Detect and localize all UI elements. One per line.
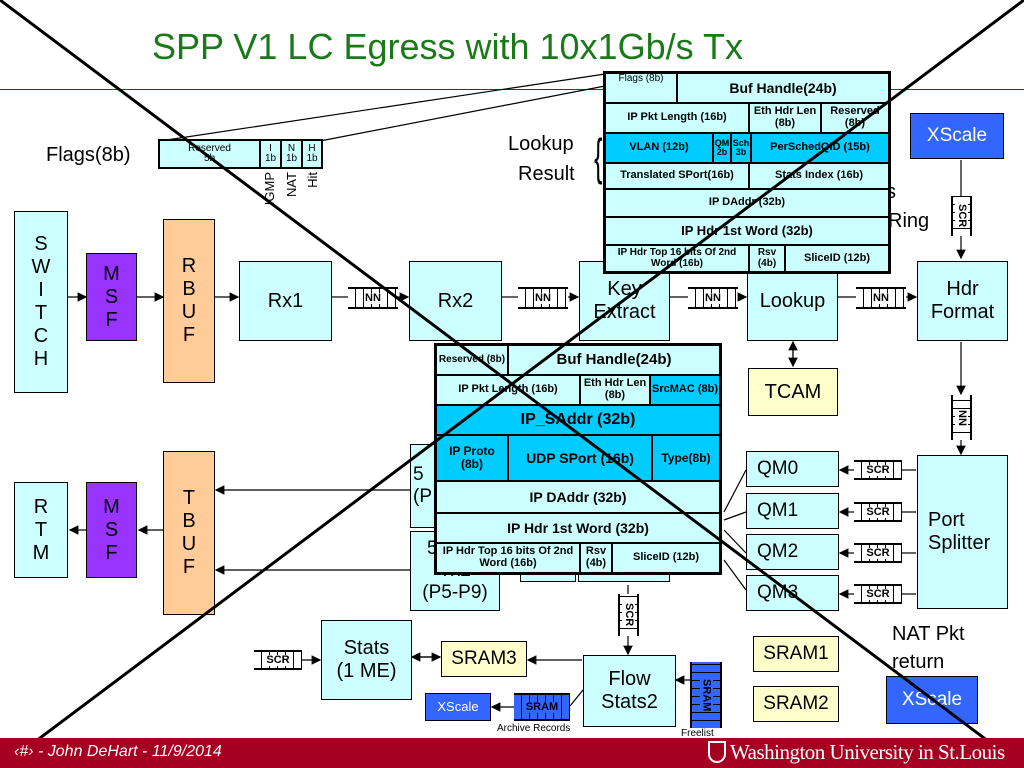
kt-eth-hdr-len: Eth Hdr Len (8b)	[580, 375, 650, 405]
qm2-block: QM2	[746, 534, 839, 570]
kt-ip-hdr-1st-word: IP Hdr 1st Word (32b)	[436, 513, 720, 543]
key-table: Reserved (8b) Buf Handle(24b) IP Pkt Len…	[434, 343, 722, 575]
lr-flags: Flags (8b)	[605, 73, 677, 103]
sram3-block: SRAM3	[441, 641, 527, 677]
footer-left-text: ‹#› - John DeHart - 11/9/2014	[14, 743, 222, 760]
lr-qm: QM 2b	[713, 133, 731, 163]
kt-ip-saddr: IP_SAddr (32b)	[436, 405, 720, 435]
stats-block: Stats(1 ME)	[321, 620, 412, 700]
sram2-block: SRAM2	[753, 686, 839, 722]
lr-reserved: Reserved (8b)	[821, 103, 889, 133]
university-logo-icon	[708, 741, 726, 763]
kt-rsv: Rsv (4b)	[580, 543, 612, 573]
lookup-result-label-line2: Result	[518, 163, 575, 185]
lookup-result-label-line1: Lookup	[508, 133, 574, 155]
lr-ip-daddr: IP DAddr (32b)	[605, 189, 889, 217]
sram-ring-freelist: SRAM	[690, 662, 722, 728]
scr-ring-qm3: SCR	[854, 584, 902, 604]
sram-ring-archive: SRAM	[514, 693, 570, 721]
scr-ring-stats: SCR	[254, 650, 302, 670]
archive-records-label: Archive Records	[497, 723, 571, 734]
lr-per-sched-qid: PerSchedQID (15b)	[751, 133, 889, 163]
lookup-block: Lookup	[747, 261, 838, 341]
scr-ring-xscale: SCR	[951, 196, 972, 236]
rx2-block: Rx2	[409, 261, 502, 341]
kt-buf-handle: Buf Handle(24b)	[508, 345, 720, 375]
title-underline	[0, 89, 1024, 90]
xscale-top: XScale	[910, 113, 1004, 159]
nn-ring-key-lookup: NN	[688, 287, 738, 309]
lookup-result-brace: {	[594, 129, 603, 185]
lr-buf-handle: Buf Handle(24b)	[677, 73, 889, 103]
lr-slice-id: SliceID (12b)	[785, 245, 889, 272]
page-title: SPP V1 LC Egress with 10x1Gb/s Tx	[152, 26, 743, 67]
footer-bar	[0, 738, 1024, 768]
nn-ring-hdr-splitter: NN	[951, 395, 972, 440]
footer-right-text: Washington University in St.Louis	[730, 740, 1005, 764]
qm0-block: QM0	[746, 451, 839, 487]
kt-ip-hdr-top16: IP Hdr Top 16 bits Of 2nd Word (16b)	[436, 543, 580, 573]
tcam-block: TCAM	[748, 368, 838, 416]
kt-type: Type(8b)	[652, 435, 720, 481]
nn-ring-rx2-key: NN	[518, 287, 568, 309]
nn-ring-lookup-hdr: NN	[856, 287, 906, 309]
kt-src-mac: SrcMAC (8b)	[650, 375, 720, 405]
xscale-archive: XScale	[425, 693, 491, 721]
lr-sch: Sch 3b	[731, 133, 751, 163]
flags-label: Flags(8b)	[46, 144, 131, 166]
kt-slice-id: SliceID (12b)	[612, 543, 720, 573]
lookup-result-table: Flags (8b) Buf Handle(24b) IP Pkt Length…	[603, 71, 891, 274]
partial-label-s: s	[886, 181, 896, 203]
scr-ring-qm1: SCR	[854, 502, 902, 522]
lr-ip-pkt-length: IP Pkt Length (16b)	[605, 103, 749, 133]
sram1-block: SRAM1	[753, 636, 839, 672]
rx1-block: Rx1	[239, 261, 332, 341]
kt-ip-daddr: IP DAddr (32b)	[436, 481, 720, 513]
lr-stats-index: Stats Index (16b)	[749, 163, 889, 189]
scr-ring-flowstats: SCR	[618, 594, 639, 636]
lr-eth-hdr-len: Eth Hdr Len (8b)	[749, 103, 821, 133]
scr-ring-qm2: SCR	[854, 543, 902, 563]
nn-ring-rx1-rx2: NN	[348, 287, 398, 309]
lr-translated-sport: Translated SPort(16b)	[605, 163, 749, 189]
scr-ring-qm0: SCR	[854, 460, 902, 480]
lr-vlan: VLAN (12b)	[605, 133, 713, 163]
qm1-block: QM1	[746, 493, 839, 529]
lr-rsv: Rsv (4b)	[749, 245, 785, 272]
freelist-label: Freelist	[681, 728, 714, 739]
kt-reserved: Reserved (8b)	[436, 345, 508, 375]
kt-ip-proto: IP Proto (8b)	[436, 435, 508, 481]
partial-label-ring: Ring	[888, 210, 930, 232]
